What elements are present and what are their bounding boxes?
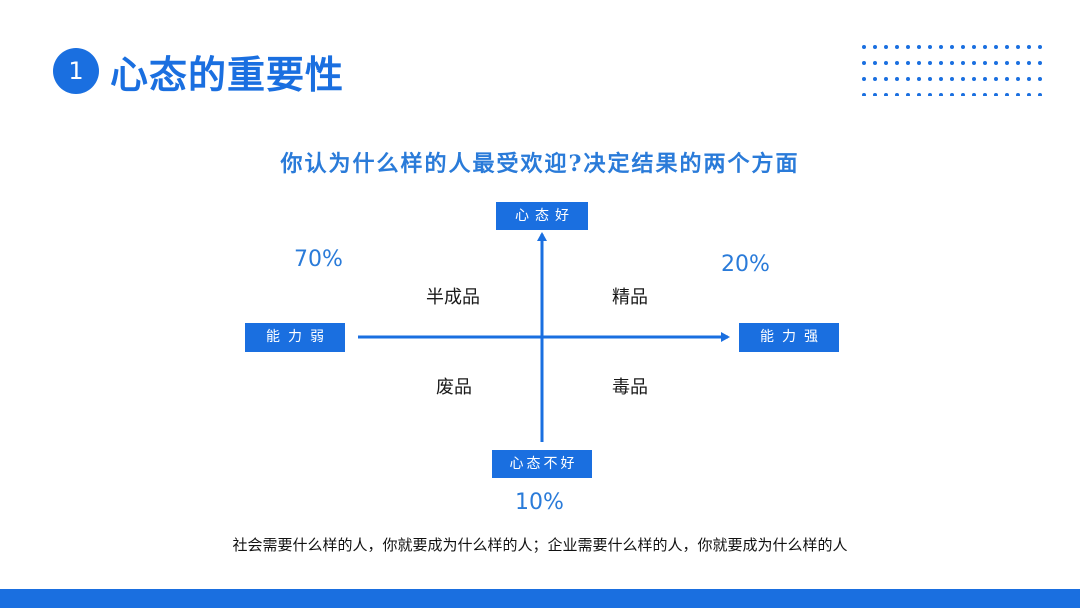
footer-note: 社会需要什么样的人，你就要成为什么样的人；企业需要什么样的人，你就要成为什么样的… bbox=[232, 536, 848, 554]
grid-dot bbox=[1016, 77, 1020, 81]
axis-label-bad-attitude: 心态不好 bbox=[492, 450, 592, 478]
percentage-bottom: 10% bbox=[515, 490, 564, 515]
bottom-accent-bar bbox=[0, 589, 1080, 608]
grid-dot bbox=[873, 93, 877, 96]
grid-dot bbox=[983, 61, 987, 65]
quadrant-label-semi-finished: 半成品 bbox=[426, 287, 480, 308]
decorative-dot-grid bbox=[860, 44, 1050, 96]
dot-grid-graphic bbox=[862, 45, 1042, 96]
grid-dot bbox=[873, 61, 877, 65]
grid-dot bbox=[961, 77, 965, 81]
grid-dot bbox=[939, 93, 943, 96]
grid-dot bbox=[895, 61, 899, 65]
grid-dot bbox=[895, 45, 899, 49]
grid-dot bbox=[895, 77, 899, 81]
grid-dot bbox=[862, 77, 866, 81]
grid-dot bbox=[994, 45, 998, 49]
grid-dot bbox=[994, 61, 998, 65]
grid-dot bbox=[873, 77, 877, 81]
grid-dot bbox=[917, 77, 921, 81]
grid-dot bbox=[906, 45, 910, 49]
section-number-badge: 1 bbox=[53, 48, 99, 94]
grid-dot bbox=[972, 61, 976, 65]
grid-dot bbox=[1005, 93, 1009, 96]
quadrant-label-premium: 精品 bbox=[612, 287, 648, 308]
axis-label-good-attitude: 心态好 bbox=[496, 202, 588, 230]
diagram-question: 你认为什么样的人最受欢迎?决定结果的两个方面 bbox=[280, 151, 800, 177]
grid-dot bbox=[1016, 61, 1020, 65]
grid-dot bbox=[1016, 93, 1020, 96]
grid-dot bbox=[928, 45, 932, 49]
grid-dot bbox=[928, 93, 932, 96]
grid-dot bbox=[939, 45, 943, 49]
grid-dot bbox=[961, 45, 965, 49]
grid-dot bbox=[917, 93, 921, 96]
grid-dot bbox=[1027, 61, 1031, 65]
grid-dot bbox=[1005, 45, 1009, 49]
grid-dot bbox=[1038, 77, 1042, 81]
grid-dot bbox=[961, 61, 965, 65]
grid-dot bbox=[983, 45, 987, 49]
grid-dot bbox=[1038, 93, 1042, 96]
grid-dot bbox=[994, 77, 998, 81]
grid-dot bbox=[884, 45, 888, 49]
grid-dot bbox=[1038, 61, 1042, 65]
grid-dot bbox=[950, 45, 954, 49]
grid-dot bbox=[983, 93, 987, 96]
grid-dot bbox=[1038, 45, 1042, 49]
grid-dot bbox=[873, 45, 877, 49]
grid-dot bbox=[972, 93, 976, 96]
grid-dot bbox=[884, 93, 888, 96]
grid-dot bbox=[862, 93, 866, 96]
grid-dot bbox=[906, 61, 910, 65]
grid-dot bbox=[961, 93, 965, 96]
grid-dot bbox=[884, 77, 888, 81]
grid-dot bbox=[862, 45, 866, 49]
grid-dot bbox=[950, 93, 954, 96]
grid-dot bbox=[906, 77, 910, 81]
grid-dot bbox=[1005, 61, 1009, 65]
grid-dot bbox=[895, 93, 899, 96]
grid-dot bbox=[950, 77, 954, 81]
grid-dot bbox=[1027, 77, 1031, 81]
grid-dot bbox=[862, 61, 866, 65]
grid-dot bbox=[1016, 45, 1020, 49]
quadrant-label-poison: 毒品 bbox=[612, 377, 648, 398]
grid-dot bbox=[972, 45, 976, 49]
grid-dot bbox=[994, 93, 998, 96]
percentage-top-left: 70% bbox=[294, 247, 343, 272]
grid-dot bbox=[939, 77, 943, 81]
grid-dot bbox=[906, 93, 910, 96]
grid-dot bbox=[1027, 93, 1031, 96]
grid-dot bbox=[928, 77, 932, 81]
grid-dot bbox=[1005, 77, 1009, 81]
page-title: 心态的重要性 bbox=[110, 53, 345, 97]
axis-label-strong-ability: 能力强 bbox=[739, 323, 839, 352]
grid-dot bbox=[1027, 45, 1031, 49]
grid-dot bbox=[983, 77, 987, 81]
axis-label-weak-ability: 能力弱 bbox=[245, 323, 345, 352]
grid-dot bbox=[928, 61, 932, 65]
grid-dot bbox=[917, 45, 921, 49]
grid-dot bbox=[917, 61, 921, 65]
quadrant-label-waste: 废品 bbox=[436, 377, 472, 398]
grid-dot bbox=[950, 61, 954, 65]
grid-dot bbox=[972, 77, 976, 81]
percentage-top-right: 20% bbox=[721, 252, 770, 277]
grid-dot bbox=[884, 61, 888, 65]
grid-dot bbox=[939, 61, 943, 65]
